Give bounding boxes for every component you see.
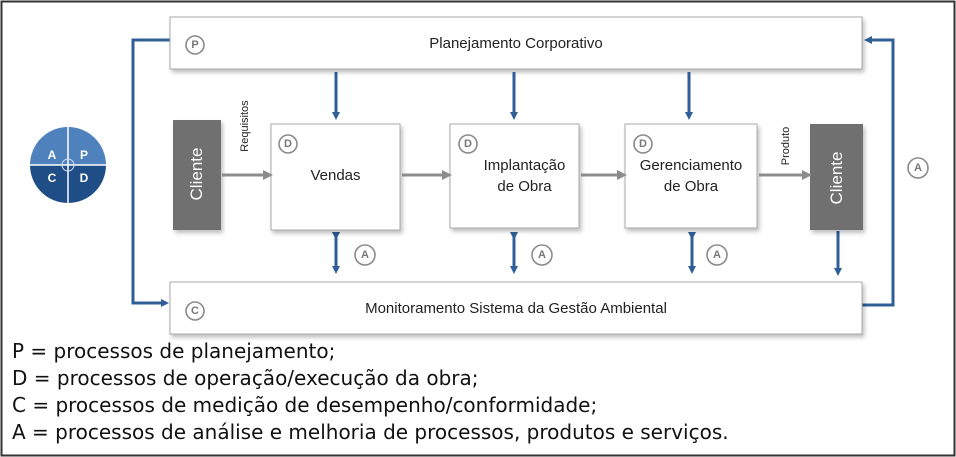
legend-line-a: A = processos de análise e melhoria de p… (12, 420, 729, 444)
badge-d-vendas: D (284, 138, 292, 150)
badge-p-circle (185, 35, 205, 55)
loop-right-arrow (862, 36, 895, 307)
legend-line-d: D = processos de operação/execução da ob… (12, 366, 479, 390)
badge-d-implantacao: D (464, 138, 472, 150)
badge-d-circle-1 (278, 134, 298, 154)
pdca-d: D (79, 171, 89, 185)
bottom-bar-box (169, 281, 863, 335)
produto-label: Produto (780, 126, 792, 166)
client-left-box (173, 120, 221, 230)
badge-c-circle (185, 301, 205, 321)
vendas-label: Vendas (310, 166, 361, 184)
top-bar-label: Planejamento Corporativo (429, 34, 603, 52)
badge-a-circle-right (907, 157, 929, 179)
bottom-bar-label: Monitoramento Sistema da Gestão Ambienta… (365, 299, 667, 317)
pdca-a: A (47, 148, 57, 162)
loop-left-arrow (131, 38, 170, 307)
client-right-label: Cliente (827, 151, 846, 205)
badge-d-circle-2 (458, 134, 478, 154)
client-right-box (810, 124, 863, 230)
requisitos-label: Requisitos (239, 100, 251, 152)
badge-d-gerenciamento: D (639, 138, 647, 150)
pdca-c: C (47, 171, 57, 185)
gerenciamento-label-1: Gerenciamento (639, 156, 743, 174)
badge-a-circle-1 (354, 244, 376, 266)
badge-a-right: A (914, 162, 922, 174)
pdca-p: P (79, 148, 88, 162)
badge-p-top: P (191, 39, 199, 51)
gerenciamento-label-2: de Obra (663, 177, 719, 195)
badge-c-bottom: C (191, 305, 199, 317)
legend-line-c: C = processos de medição de desempenho/c… (12, 393, 598, 417)
badge-a-3: A (713, 249, 721, 261)
badge-d-circle-3 (633, 134, 653, 154)
badge-a-circle-2 (531, 244, 553, 266)
badge-a-2: A (538, 249, 546, 261)
implantacao-label-1: Implantação (483, 156, 566, 174)
badge-a-1: A (361, 249, 369, 261)
implantacao-label-2: de Obra (497, 177, 552, 195)
badge-a-circle-3 (706, 244, 728, 266)
top-bar-box (169, 16, 863, 70)
client-left-label: Cliente (187, 147, 206, 201)
legend-line-p: P = processos de planejamento; (12, 339, 336, 363)
pdca-circle-icon (30, 127, 106, 203)
